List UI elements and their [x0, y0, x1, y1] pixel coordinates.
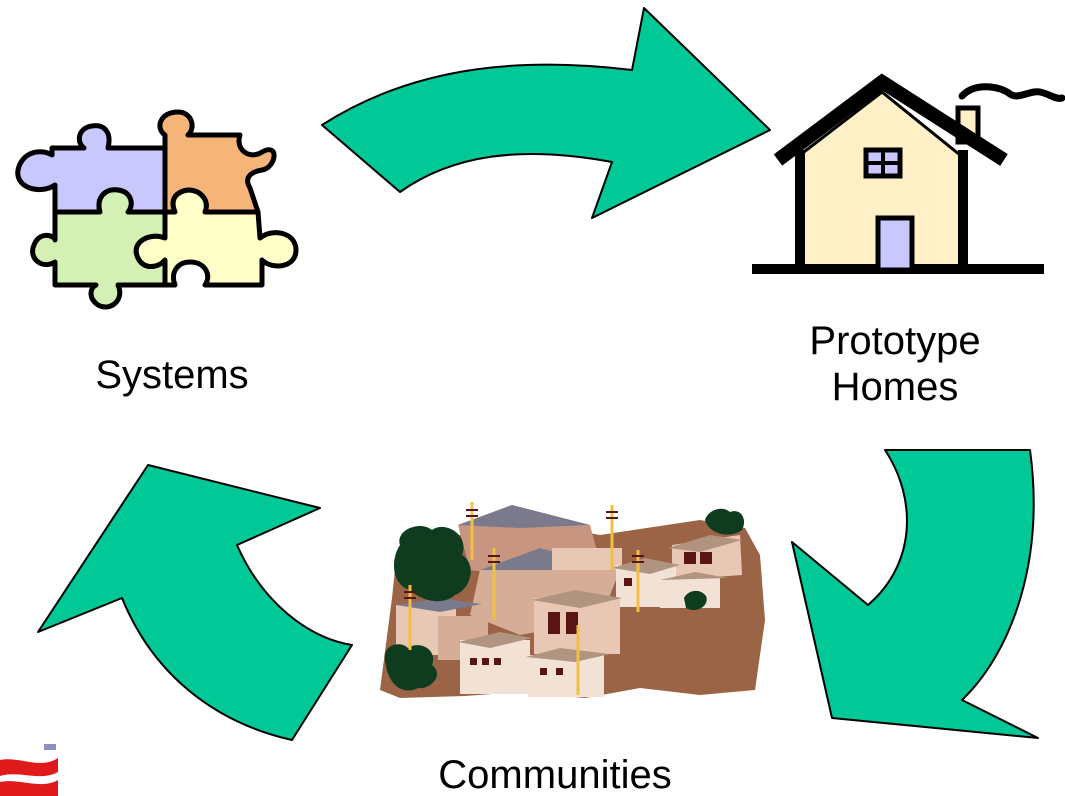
- puzzle-pieces-icon: [15, 109, 299, 310]
- hillside-village-icon: [380, 502, 765, 698]
- house-with-chimney-icon: [752, 73, 1065, 274]
- systems-label: Systems: [62, 352, 282, 398]
- arrow-right-down: [791, 449, 1039, 739]
- prototype-homes-line-1: Prototype: [809, 319, 981, 363]
- communities-label: Communities: [405, 752, 705, 796]
- arrow-bottom-left: [37, 464, 353, 741]
- communities-label-text: Communities: [438, 753, 672, 796]
- prototype-homes-line-2: Homes: [831, 365, 959, 409]
- corner-logo-icon: [0, 744, 58, 796]
- prototype-homes-label: Prototype Homes: [770, 318, 1020, 410]
- systems-label-text: Systems: [95, 353, 249, 397]
- arrow-top-right: [321, 7, 771, 219]
